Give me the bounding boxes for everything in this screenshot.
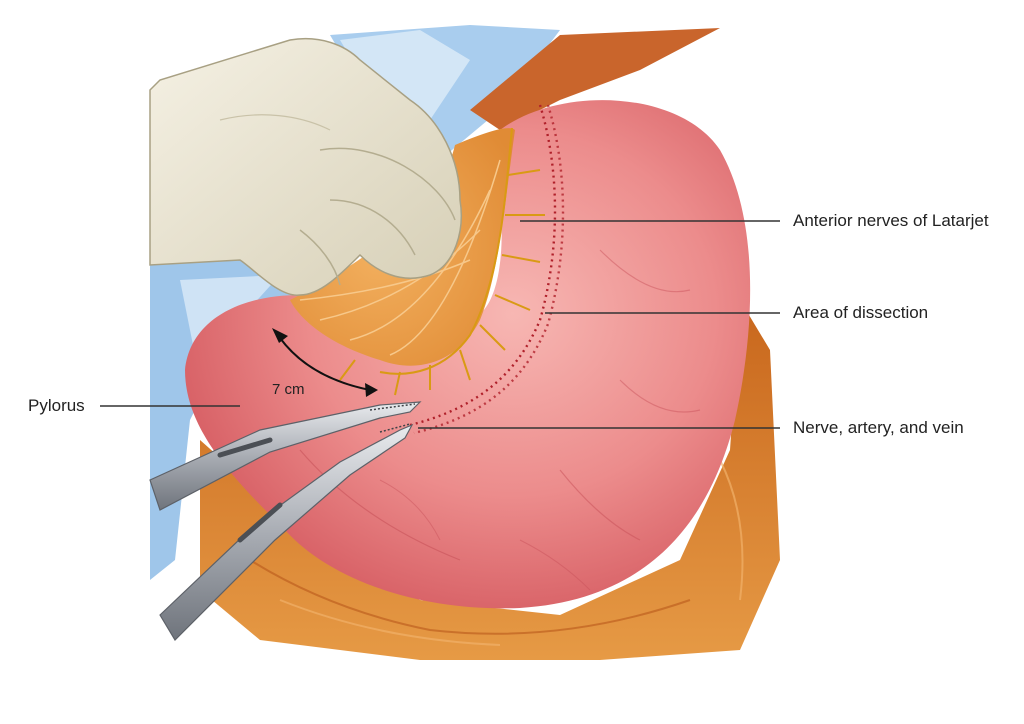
- label-dissection: Area of dissection: [793, 303, 929, 322]
- label-latarjet: Anterior nerves of Latarjet: [793, 211, 989, 230]
- label-pylorus: Pylorus: [28, 396, 85, 415]
- label-distance: 7 cm: [272, 381, 305, 398]
- leader-lines: [100, 220, 780, 429]
- dissection-dotted-line: [409, 104, 557, 427]
- label-nerve-artery-vein: Nerve, artery, and vein: [793, 418, 964, 437]
- liver-edge: [470, 28, 720, 130]
- measurement-arrow: [272, 328, 378, 397]
- gloved-hand: [149, 38, 462, 296]
- forceps: [149, 401, 422, 641]
- latarjet-nerves: [339, 127, 545, 396]
